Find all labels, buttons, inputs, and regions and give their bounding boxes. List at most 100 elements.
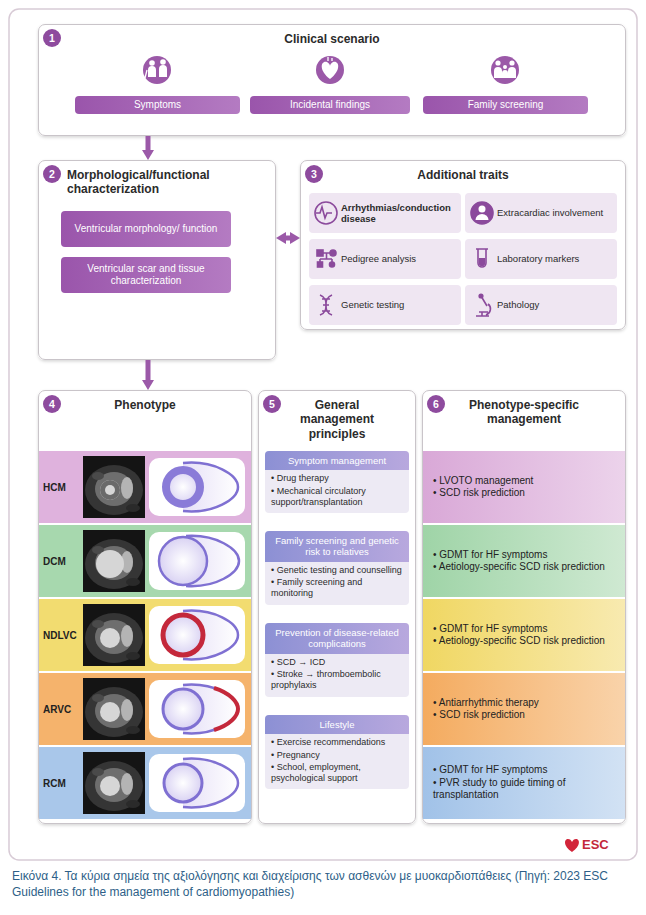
phenotype-band: ARVC	[39, 673, 251, 745]
scenario-icons	[145, 70, 147, 78]
pill-label: Family screening	[468, 99, 544, 111]
scenario-icons	[322, 62, 339, 79]
section-heading: Additional traits	[327, 168, 599, 182]
trait-label: Genetic testing	[341, 299, 404, 310]
figure-frame	[9, 9, 637, 860]
trait-icons	[330, 262, 335, 267]
scenario-pill: Symptoms	[75, 96, 240, 114]
scenario-icons	[491, 56, 519, 84]
trait-item: Pathology	[465, 285, 617, 325]
group-heading: Symptom management	[265, 451, 409, 470]
scenario-icons	[503, 65, 507, 69]
scenario-icons	[328, 57, 332, 61]
logo-heart	[565, 839, 579, 852]
scenario-pill: Family screening	[423, 96, 588, 114]
section-box: Morphological/functional characterizatio…	[38, 160, 276, 360]
section-box: Phenotype4HCMDCMNDLVCARVCRCM	[38, 390, 252, 824]
scenario-icons	[143, 56, 519, 84]
bullet-item: • Mechanical circulatory support/transpl…	[265, 485, 409, 509]
trait-icons	[317, 250, 323, 256]
trait-icons	[476, 214, 489, 220]
bullet-item: • SCD risk prediction	[433, 487, 615, 500]
scenario-icons	[148, 65, 167, 77]
phenotype-row-0	[83, 456, 145, 518]
section-box: Clinical scenario 1Symptoms Incidental fin…	[38, 24, 626, 136]
flow-arrow	[282, 236, 294, 241]
scenario-icons	[495, 60, 500, 65]
section-ground	[38, 24, 626, 136]
phenotype-row-3	[39, 673, 251, 745]
trait-icons	[330, 250, 336, 256]
management-band: • Antiarrhythmic therapy• SCD risk predi…	[423, 673, 625, 745]
step-number: 3	[311, 169, 317, 180]
trait-icons	[479, 206, 486, 213]
trait-item: Extracardiac involvement	[465, 193, 617, 233]
pill-label: Incidental findings	[290, 99, 370, 111]
phenotype-row-0	[149, 458, 245, 516]
bullet-item: • SCD risk prediction	[433, 709, 615, 722]
group-heading: Prevention of disease-related complicati…	[265, 623, 409, 654]
section-heading: Phenotype-specific management	[449, 398, 599, 427]
phenotype-row-1	[149, 532, 245, 590]
section-heading: Phenotype	[65, 398, 225, 412]
trait-icons	[479, 258, 485, 266]
phenotype-band: HCM	[39, 451, 251, 523]
number-circle: 6	[427, 395, 445, 413]
management-band: • GDMT for HF symptoms• Aetiology-specif…	[423, 599, 625, 671]
bullet-item: • Genetic testing and counselling	[265, 564, 409, 576]
bullet-item: • Drug therapy	[265, 472, 409, 484]
phenotype-label: HCM	[43, 482, 83, 493]
principle-group: Prevention of disease-related complicati…	[265, 623, 409, 697]
phenotype-row-0	[39, 451, 251, 523]
bullet-item: • Antiarrhythmic therapy	[433, 697, 615, 710]
management-band: • LVOTO management• SCD risk prediction	[423, 451, 625, 523]
bullet-item: • Family screening and monitoring	[265, 576, 409, 600]
section-heading: Clinical scenario	[65, 32, 599, 46]
trait-icons	[479, 294, 483, 298]
phenotype-row-3	[163, 689, 203, 729]
phenotype-row-2	[149, 606, 245, 664]
section-ground	[300, 160, 626, 330]
pill-label: Ventricular scar and tissue characteriza…	[67, 263, 225, 287]
bullet-item: • GDMT for HF symptoms	[433, 623, 615, 636]
trait-icons	[318, 262, 323, 267]
trait-icons	[320, 295, 332, 315]
bullet-item: • Aetiology-specific SCD risk prediction	[433, 561, 615, 574]
trait-label: Pedigree analysis	[341, 253, 416, 264]
phenotype-band: NDLVC	[39, 599, 251, 671]
section-ground	[38, 160, 276, 360]
bullet-item: • Aetiology-specific SCD risk prediction	[433, 635, 615, 648]
trait-item: Genetic testing	[309, 285, 461, 325]
pill-label: Symptoms	[134, 99, 181, 111]
bullet-item: • Exercise recommendations	[265, 736, 409, 748]
section-heading: General management principles	[285, 398, 389, 441]
phenotype-row-3	[39, 673, 251, 745]
section-ground	[38, 24, 626, 824]
step-number: 1	[49, 33, 55, 44]
trait-label: Arrhythmias/conduction disease	[341, 202, 457, 225]
group-heading: Lifestyle	[265, 715, 409, 734]
trait-ground	[309, 193, 461, 233]
phenotype-row-2	[83, 604, 145, 666]
trait-ground	[309, 193, 617, 325]
trait-label: Pathology	[497, 299, 539, 310]
characterization-pill: Ventricular morphology/ function	[61, 211, 231, 247]
trait-ground	[465, 285, 617, 325]
scenario-icons	[509, 60, 514, 65]
management-band: • GDMT for HF symptoms• Aetiology-specif…	[423, 525, 625, 597]
bullet-item: • School, employment, psychological supp…	[265, 761, 409, 785]
scenario-icons	[149, 60, 155, 66]
trait-label: Laboratory markers	[497, 253, 579, 264]
phenotype-row-4	[83, 752, 145, 814]
number-circle: 1	[43, 29, 61, 47]
number-circle: 5	[263, 395, 281, 413]
phenotype-row-4	[39, 747, 251, 819]
logo-text: ESC	[582, 838, 609, 852]
bullet-item: • LVOTO management	[433, 475, 615, 488]
phenotype-label: ARVC	[43, 704, 83, 715]
trait-icons	[476, 249, 488, 267]
phenotype-band: DCM	[39, 525, 251, 597]
scenario-icons	[494, 67, 516, 78]
scenario-icons	[143, 56, 171, 84]
section-ground	[38, 390, 252, 824]
